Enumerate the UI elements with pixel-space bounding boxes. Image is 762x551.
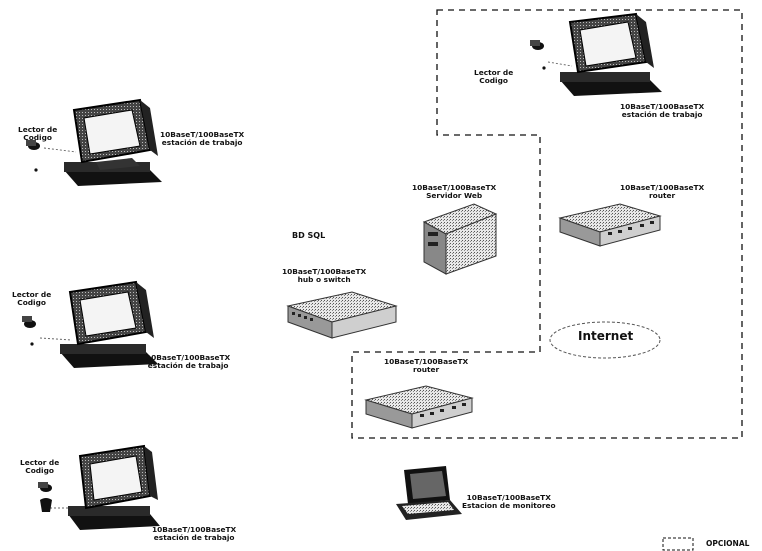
reader-4-label: Lector de Codigo <box>474 69 513 85</box>
workstation-3-label: 10BaseT/100BaseTX estación de trabajo <box>152 526 236 542</box>
workstation-4-label: 10BaseT/100BaseTX estación de trabajo <box>620 103 704 119</box>
workstation-2-icon <box>60 282 158 368</box>
workstation-2-label: 10BaseT/100BaseTX estación de trabajo <box>146 354 230 370</box>
router-top-line2: router <box>620 192 704 200</box>
router-bottom-label: 10BaseT/100BaseTX router <box>384 358 468 374</box>
hub-switch-line2: hub o switch <box>282 276 366 284</box>
reader-3-label: Lector de Codigo <box>20 459 59 475</box>
workstation-3-line2: estación de trabajo <box>152 534 236 542</box>
router-top-icon <box>560 204 660 246</box>
barcode-reader-2-icon <box>22 316 36 346</box>
legend-box <box>663 538 693 550</box>
legend-label: OPCIONAL <box>706 540 749 548</box>
router-bottom-icon <box>366 386 472 428</box>
workstation-1-icon <box>64 100 162 186</box>
reader-4-line2: Codigo <box>474 77 513 85</box>
barcode-reader-1-icon <box>26 140 40 172</box>
web-server-label: 10BaseT/100BaseTX Servidor Web <box>412 184 496 200</box>
hub-switch-icon <box>288 292 396 338</box>
reader-2-label: Lector de Codigo <box>12 291 51 307</box>
router-top-label: 10BaseT/100BaseTX router <box>620 184 704 200</box>
monitoring-station-label: 10BaseT/100BaseTX Estacion de monitoreo <box>462 494 556 510</box>
hub-switch-label: 10BaseT/100BaseTX hub o switch <box>282 268 366 284</box>
laptop-icon <box>396 466 462 520</box>
internet-label: Internet <box>578 332 633 340</box>
web-server-line2: Servidor Web <box>412 192 496 200</box>
reader-3-line2: Codigo <box>20 467 59 475</box>
workstation-3-icon <box>68 446 160 530</box>
workstation-1-line2: estación de trabajo <box>160 139 244 147</box>
workstation-2-line2: estación de trabajo <box>146 362 230 370</box>
workstation-4-line2: estación de trabajo <box>620 111 704 119</box>
barcode-reader-4-icon <box>530 40 546 70</box>
monitoring-station-line2: Estacion de monitoreo <box>462 502 556 510</box>
db-label: BD SQL <box>292 232 325 240</box>
router-bottom-line2: router <box>384 366 468 374</box>
reader-2-line2: Codigo <box>12 299 51 307</box>
workstation-4-icon <box>560 14 662 96</box>
reader-1-label: Lector de Codigo <box>18 126 57 142</box>
workstation-1-label: 10BaseT/100BaseTX estación de trabajo <box>160 131 244 147</box>
barcode-reader-3-icon <box>38 482 52 512</box>
reader-1-line2: Codigo <box>18 134 57 142</box>
web-server-icon <box>424 204 496 274</box>
